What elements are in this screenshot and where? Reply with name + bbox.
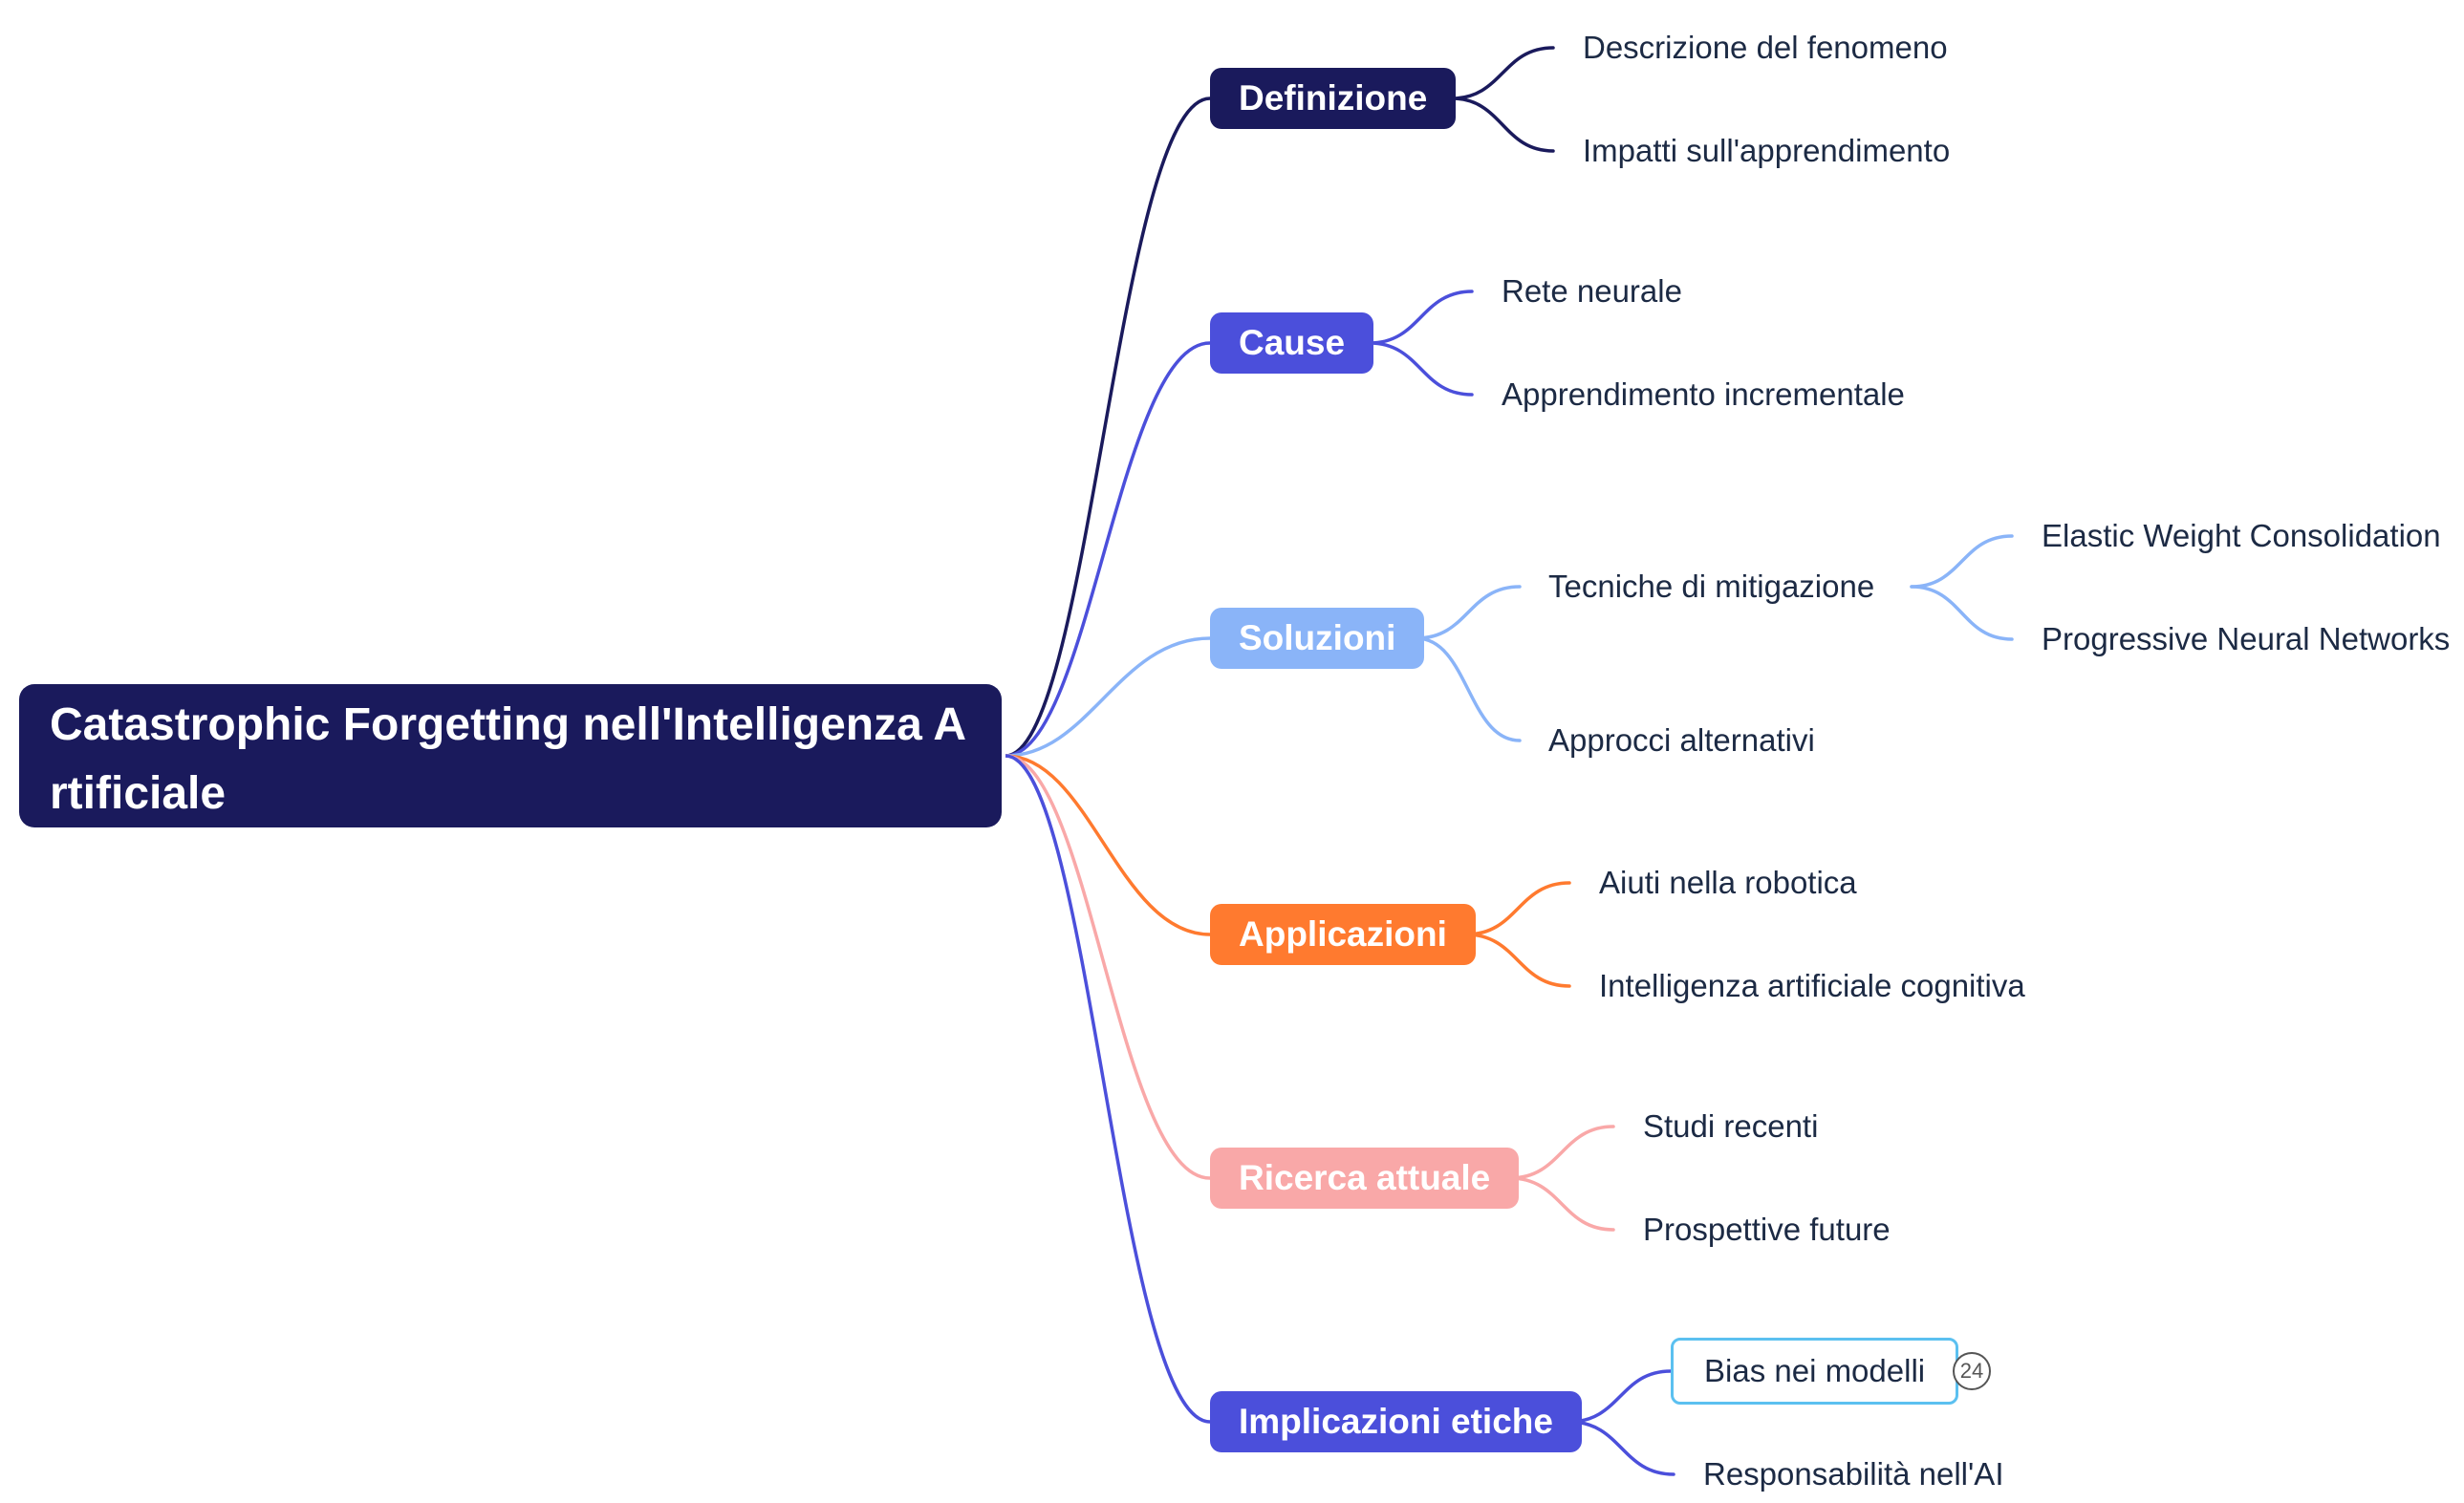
connector-definizione-1 (1450, 97, 1555, 153)
connector-soluzioni-1 (1415, 636, 1522, 742)
connector-applicazioni-0 (1464, 881, 1571, 936)
connector-applicazioni-1 (1464, 933, 1571, 988)
connector-root-definizione (1005, 97, 1211, 758)
leaf-prospettive-future[interactable]: Prospettive future (1643, 1212, 1891, 1247)
leaf-rete-neurale[interactable]: Rete neurale (1502, 273, 1682, 309)
branch-implicazioni-etiche[interactable]: Implicazioni etiche (1210, 1391, 1582, 1452)
leaf-impatti-sull-apprendimento[interactable]: Impatti sull'apprendimento (1583, 133, 1951, 168)
branch-definizione[interactable]: Definizione (1210, 68, 1457, 129)
connector-implicazioni-1 (1567, 1420, 1675, 1476)
connector-root-soluzioni (1005, 636, 1211, 758)
leaf-aiuti-nella-robotica[interactable]: Aiuti nella robotica (1599, 865, 1857, 900)
leaf-progressive-neural-networks[interactable]: Progressive Neural Networks (2042, 621, 2451, 656)
connector-ricerca-1 (1508, 1176, 1615, 1232)
leaf-bias-nei-modelli[interactable]: Bias nei modelli (1671, 1338, 1959, 1405)
connector-root-ricerca-attuale (1005, 754, 1211, 1180)
connector-tecniche-0 (1910, 534, 2014, 589)
leaf-tecniche-di-mitigazione[interactable]: Tecniche di mitigazione (1548, 569, 1875, 604)
branch-cause[interactable]: Cause (1210, 312, 1374, 374)
leaf-elastic-weight-consolidation[interactable]: Elastic Weight Consolidation (2042, 518, 2441, 553)
root-node[interactable]: Catastrophic Forgetting nell'Intelligenz… (19, 684, 1002, 827)
connector-soluzioni-0 (1415, 585, 1522, 640)
branch-ricerca-attuale[interactable]: Ricerca attuale (1210, 1148, 1520, 1209)
branch-applicazioni[interactable]: Applicazioni (1210, 904, 1476, 965)
connector-cause-1 (1368, 341, 1474, 397)
leaf-responsabilita-nell-ai[interactable]: Responsabilità nell'AI (1703, 1456, 2004, 1492)
connector-ricerca-0 (1508, 1125, 1615, 1180)
connector-root-cause (1005, 341, 1211, 758)
connector-definizione-0 (1450, 46, 1555, 100)
leaf-approcci-alternativi[interactable]: Approcci alternativi (1548, 722, 1815, 758)
connector-cause-0 (1368, 290, 1474, 345)
connector-tecniche-1 (1910, 585, 2014, 641)
connector-implicazioni-0 (1567, 1369, 1673, 1424)
leaf-studi-recenti[interactable]: Studi recenti (1643, 1108, 1819, 1144)
child-count-badge[interactable]: 24 (1953, 1352, 1991, 1390)
leaf-apprendimento-incrementale[interactable]: Apprendimento incrementale (1502, 376, 1905, 412)
connector-root-applicazioni (1005, 754, 1211, 936)
branch-soluzioni[interactable]: Soluzioni (1210, 608, 1425, 669)
leaf-intelligenza-artificiale-cognitiva[interactable]: Intelligenza artificiale cognitiva (1599, 968, 2025, 1003)
leaf-descrizione-del-fenomeno[interactable]: Descrizione del fenomeno (1583, 30, 1948, 65)
connector-root-implicazioni-etiche (1005, 754, 1211, 1424)
